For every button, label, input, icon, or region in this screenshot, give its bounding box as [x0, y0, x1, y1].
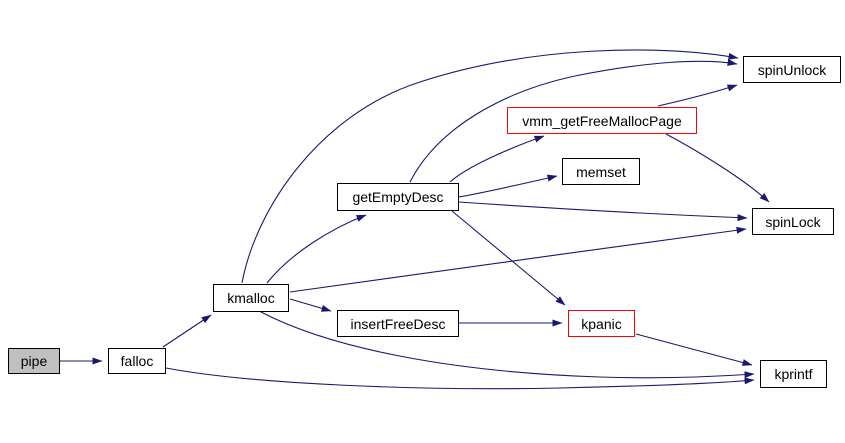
edge-getEmptyDesc-to-spinLock	[458, 201, 748, 222]
edge-falloc-to-kprintf	[165, 367, 755, 390]
node-kmalloc[interactable]: kmalloc	[213, 284, 289, 312]
edge-getEmptyDesc-to-spinUnlock	[409, 58, 738, 183]
edge-falloc-to-kmalloc	[162, 314, 212, 348]
node-getEmptyDesc[interactable]: getEmptyDesc	[337, 183, 459, 211]
edge-getEmptyDesc-to-kpanic	[451, 210, 566, 306]
edge-vmm_getFreeMallocPage-to-spinUnlock	[657, 84, 738, 107]
edge-kmalloc-to-getEmptyDesc	[266, 214, 367, 284]
node-kpanic[interactable]: kpanic	[568, 310, 635, 337]
edge-getEmptyDesc-to-memset	[458, 174, 558, 198]
edge-kmalloc-to-spinLock	[289, 226, 747, 293]
edge-getEmptyDesc-to-vmm_getFreeMallocPage	[449, 135, 545, 183]
edge-vmm_getFreeMallocPage-to-spinLock	[665, 133, 770, 203]
node-vmm-getFreeMallocPage[interactable]: vmm_getFreeMallocPage	[507, 107, 697, 134]
node-falloc[interactable]: falloc	[108, 348, 166, 374]
node-insertFreeDesc[interactable]: insertFreeDesc	[337, 310, 459, 337]
edge-kpanic-to-kprintf	[635, 333, 753, 366]
node-memset[interactable]: memset	[562, 158, 640, 185]
node-spinUnlock[interactable]: spinUnlock	[743, 56, 841, 83]
edge-kmalloc-to-kprintf	[260, 311, 755, 379]
edge-kmalloc-to-insertFreeDesc	[289, 298, 332, 312]
node-pipe[interactable]: pipe	[8, 348, 60, 374]
node-kprintf[interactable]: kprintf	[760, 360, 827, 388]
edge-kmalloc-to-spinUnlock	[241, 49, 739, 284]
node-spinLock[interactable]: spinLock	[752, 208, 834, 235]
